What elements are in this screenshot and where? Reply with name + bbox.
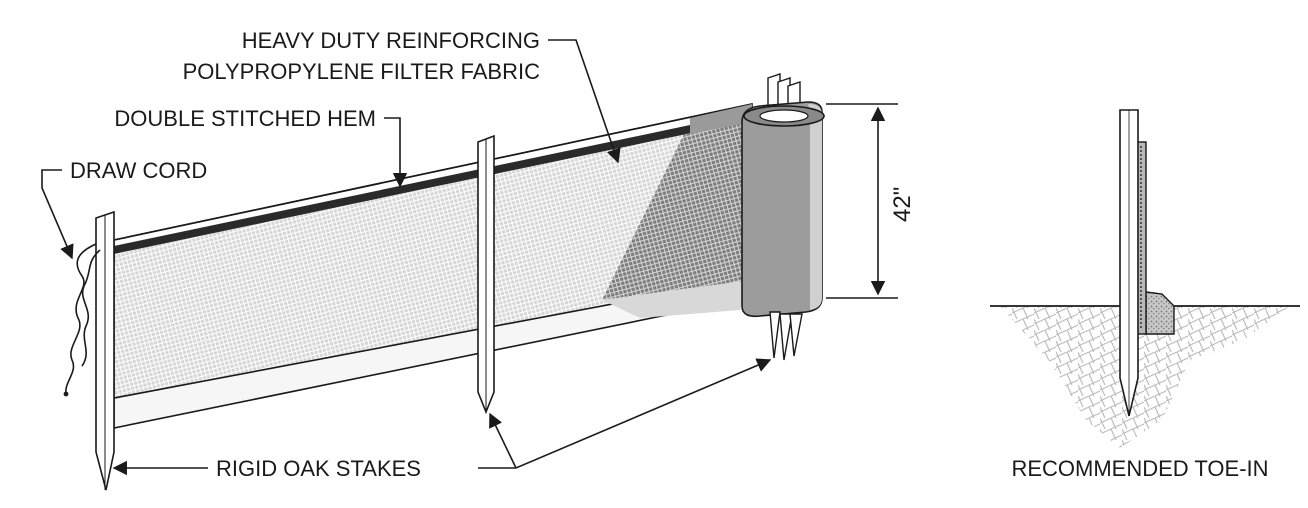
- toe-backfill: [1145, 291, 1175, 335]
- height-dimension: 42": [826, 103, 916, 299]
- fabric-leader: [548, 39, 621, 164]
- roll-stake-point-2: [779, 313, 793, 361]
- stakes-leader-middle: [489, 412, 517, 469]
- hem-label: DOUBLE STITCHED HEM: [114, 106, 376, 131]
- roll-stake-point-1: [769, 311, 781, 359]
- stakes-label: RIGID OAK STAKES: [216, 456, 421, 481]
- soil-trench: [1000, 306, 1290, 448]
- fence: [113, 103, 753, 429]
- hem-leader: [384, 117, 408, 188]
- fabric-label-line1: HEAVY DUTY REINFORCING: [242, 28, 540, 53]
- fabric-label-line2: POLYPROPYLENE FILTER FABRIC: [183, 59, 541, 84]
- toe-in-detail: RECOMMENDED TOE-IN: [990, 109, 1300, 481]
- stakes-leader-right: [478, 358, 772, 469]
- middle-stake: [477, 134, 495, 415]
- cord-leader: [41, 169, 74, 260]
- filter-fabric-dark: [602, 120, 750, 300]
- roll-stake-point-3: [789, 313, 803, 357]
- fabric-fold: [602, 280, 750, 318]
- hem-stitch: [114, 112, 752, 254]
- toe-in-label: RECOMMENDED TOE-IN: [1011, 456, 1268, 481]
- height-label: 42": [889, 187, 916, 222]
- cord-label: DRAW CORD: [70, 158, 207, 183]
- left-stake: [95, 210, 115, 491]
- fabric-roll: [741, 73, 825, 361]
- roll-shadow: [690, 104, 752, 134]
- draw-cord: [65, 243, 101, 395]
